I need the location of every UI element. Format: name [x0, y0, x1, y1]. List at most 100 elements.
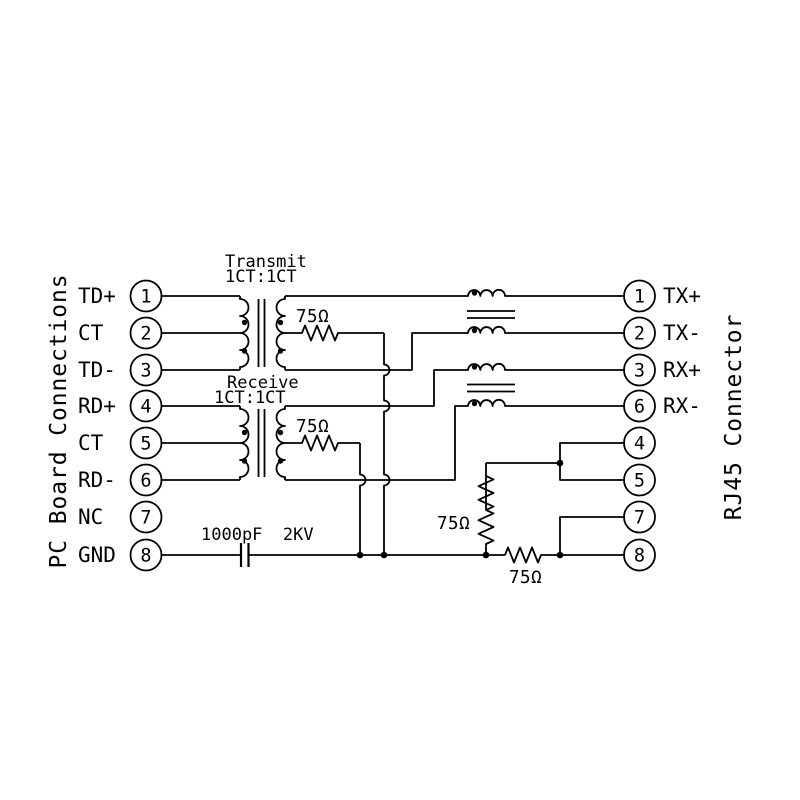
pcb-pin-3: 3 — [129, 353, 163, 387]
pin-circle — [623, 353, 656, 387]
pin-number: 5 — [140, 434, 151, 455]
tx-choke-top-winding — [285, 288, 624, 297]
rx-choke-bottom-winding — [285, 398, 624, 481]
pcb-pin-6-label: RD- — [78, 468, 116, 492]
junction-dot — [380, 551, 388, 559]
tx-choke-core — [467, 310, 515, 319]
polarity-dot — [277, 319, 284, 326]
pcb-pin-8-label: GND — [78, 543, 116, 567]
pin-circle — [623, 389, 656, 423]
receive-secondary-winding — [275, 406, 286, 480]
pin-circle — [129, 389, 163, 423]
pcb-pin-5-label: CT — [78, 431, 104, 455]
pin-number: 4 — [634, 434, 645, 455]
capacitor-label: 1000pF 2KV — [201, 525, 314, 545]
pins-4-5-resistor — [477, 463, 495, 555]
transmit-ct-ground-wire — [383, 333, 391, 555]
receive-transformer — [239, 406, 286, 480]
receive-ct-resistor — [285, 434, 360, 452]
polarity-dot — [241, 319, 248, 326]
polarity-dot — [277, 348, 284, 354]
capacitor — [239, 543, 250, 567]
pin-number: 3 — [634, 361, 645, 382]
rx-choke-core — [467, 383, 515, 393]
pin-number: 5 — [634, 471, 645, 492]
wire-rj45-pin5 — [559, 463, 624, 481]
pin-number: 8 — [140, 546, 151, 567]
tx-choke — [285, 288, 624, 371]
pin-number: 1 — [140, 287, 151, 308]
transmit-ct-resistor-label: 75Ω — [296, 307, 329, 327]
polarity-dot — [241, 458, 248, 464]
junction-dot — [556, 551, 564, 559]
rj45-pin-2: 2 — [623, 316, 656, 350]
polarity-dot — [277, 429, 284, 436]
rj45-pin-2-label: TX- — [663, 321, 701, 345]
pin-number: 6 — [140, 471, 151, 492]
pin-number: 6 — [634, 397, 645, 418]
pcb-pin-3-label: TD- — [78, 358, 116, 382]
rj45-pin-3: 3 — [623, 353, 656, 387]
polarity-dot — [241, 429, 248, 436]
pin-circle — [623, 538, 656, 572]
receive-ct-ground-wire — [359, 443, 367, 555]
pins-7-8-resistor — [504, 546, 624, 564]
right-header: RJ45 Connector — [721, 314, 747, 520]
pin-number: 2 — [140, 324, 151, 345]
pin-circle — [129, 316, 163, 350]
pin-circle — [623, 316, 656, 350]
pcb-pin-4-label: RD+ — [78, 394, 116, 418]
receive-primary-winding — [239, 406, 250, 480]
transmit-label: Transmit — [225, 252, 307, 272]
pins-4-5-resistor-label: 75Ω — [437, 514, 470, 534]
junction-dot — [482, 551, 490, 559]
wire-rj45-pin7 — [559, 516, 624, 555]
rj45-pin-7: 7 — [623, 500, 656, 534]
pins-7-8-resistor-label: 75Ω — [509, 568, 542, 588]
pcb-pin-2: 2 — [129, 316, 163, 350]
rj45-pin-8: 8 — [623, 538, 656, 572]
transmit-transformer — [239, 296, 286, 370]
pin-circle — [129, 426, 163, 460]
pcb-pin-2-label: CT — [78, 321, 104, 345]
pin-circle — [129, 500, 163, 534]
polarity-dot — [471, 290, 478, 296]
pin-number: 2 — [634, 324, 645, 345]
pin-number: 7 — [634, 508, 645, 529]
receive-label: Receive — [227, 373, 299, 393]
receive-core — [257, 409, 266, 477]
junction-dot — [556, 459, 564, 467]
rx-choke-top-winding — [285, 362, 624, 407]
polarity-dot — [471, 364, 478, 370]
pin-circle — [129, 538, 163, 572]
pin-number: 3 — [140, 361, 151, 382]
pin-circle — [623, 279, 656, 313]
junction-dot — [356, 551, 364, 559]
pin-circle — [129, 353, 163, 387]
left-header: PC Board Connections — [46, 274, 72, 569]
pin-circle — [623, 500, 656, 534]
polarity-dot — [241, 348, 248, 354]
pcb-pin-6: 6 — [129, 463, 163, 497]
capacitor-plates — [239, 543, 250, 567]
pin-circle — [129, 279, 163, 313]
receive-ct-resistor-label: 75Ω — [296, 417, 329, 437]
transmit-primary-winding — [239, 296, 250, 370]
pcb-pin-7: 7 — [129, 500, 163, 534]
pcb-pin-1-label: TD+ — [78, 284, 116, 308]
pin-number: 8 — [634, 546, 645, 567]
tx-choke-bottom-winding — [285, 325, 624, 371]
polarity-dot — [471, 400, 478, 407]
rj45-pin-1: 1 — [623, 279, 656, 313]
rj45-pin-6: 6 — [623, 389, 656, 423]
pcb-pin-5: 5 — [129, 426, 163, 460]
rj45-pin-1-label: TX+ — [663, 284, 701, 308]
transmit-ratio-label: 1CT:1CT — [225, 267, 297, 287]
polarity-dot — [277, 458, 284, 464]
transmit-core — [257, 299, 266, 367]
pcb-pin-4: 4 — [129, 389, 163, 423]
receive-ratio-label: 1CT:1CT — [214, 388, 286, 408]
rj45-pin-4: 4 — [623, 426, 656, 460]
